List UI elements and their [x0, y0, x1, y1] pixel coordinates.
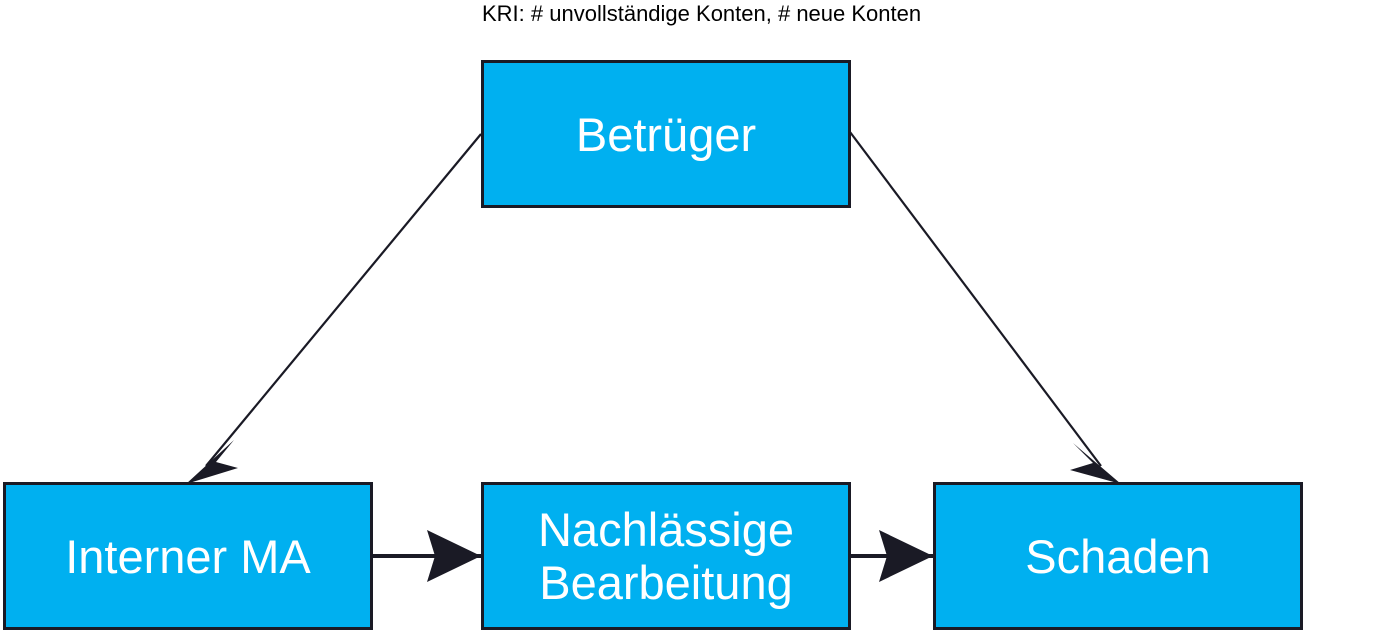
edge-betrueger-to-interner-ma — [186, 133, 482, 484]
node-interner-ma-label: Interner MA — [65, 529, 311, 583]
arrowhead-filled-triangle — [427, 530, 481, 582]
edge-nachlaessige-to-schaden — [851, 530, 933, 582]
arrowhead-filled-triangle — [879, 530, 933, 582]
node-nachlaessige-bearbeitung[interactable]: Nachlässige Bearbeitung — [481, 482, 851, 630]
arrowhead-filled-triangle — [1070, 443, 1121, 484]
node-betrueger-label: Betrüger — [575, 107, 757, 161]
edge-interner-ma-to-nachlaessige — [373, 530, 481, 582]
node-betrueger[interactable]: Betrüger — [481, 60, 851, 208]
arrowhead-filled-triangle — [186, 440, 238, 484]
edge-line — [205, 133, 482, 467]
node-schaden-label: Schaden — [1025, 529, 1211, 583]
node-schaden[interactable]: Schaden — [933, 482, 1303, 630]
edge-line — [849, 131, 1102, 467]
node-interner-ma[interactable]: Interner MA — [3, 482, 373, 630]
kri-annotation-label: KRI: # unvollständige Konten, # neue Kon… — [482, 1, 922, 26]
node-nachlaessige-bearbeitung-label: Nachlässige Bearbeitung — [537, 503, 795, 609]
edge-betrueger-to-schaden — [849, 131, 1121, 484]
